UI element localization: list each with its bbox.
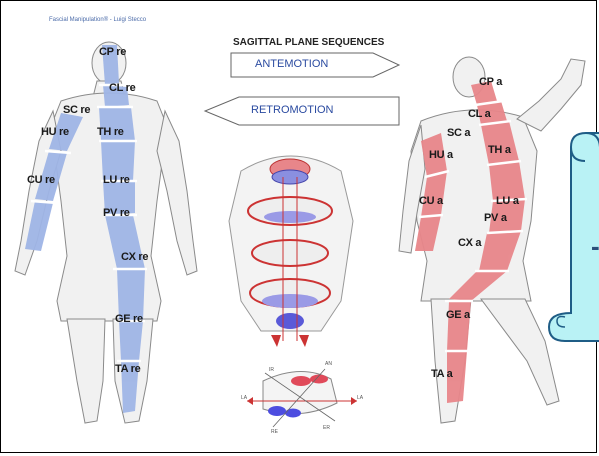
label-ge-a: GE a <box>446 309 470 321</box>
label-pv-a: PV a <box>484 212 507 224</box>
label-lu-a: LU a <box>496 195 519 207</box>
antemotion-label: ANTEMOTION <box>255 58 328 70</box>
label-lu-re: LU re <box>103 174 130 186</box>
label-ta-a: TA a <box>431 368 452 380</box>
label-sc-a: SC a <box>447 127 470 139</box>
retromotion-label: RETROMOTION <box>251 104 334 116</box>
label-la-left: LA <box>241 395 247 401</box>
limb-rotation-diagram <box>247 369 357 427</box>
label-cx-re: CX re <box>121 251 148 263</box>
label-cp-a: CP a <box>479 76 502 88</box>
scroll-glyph: - <box>591 231 599 262</box>
label-cl-re: CL re <box>109 82 135 94</box>
label-cu-a: CU a <box>419 195 443 207</box>
label-hu-a: HU a <box>429 149 453 161</box>
label-cl-a: CL a <box>468 108 490 120</box>
label-sc-re: SC re <box>63 104 90 116</box>
label-cp-re: CP re <box>99 46 126 58</box>
label-la-right: LA <box>357 395 363 401</box>
label-ir: IR <box>269 367 274 373</box>
label-ta-re: TA re <box>115 363 140 375</box>
label-pv-re: PV re <box>103 207 130 219</box>
label-an: AN <box>325 361 332 367</box>
label-th-a: TH a <box>488 144 511 156</box>
page-title: SAGITTAL PLANE SEQUENCES <box>233 37 384 48</box>
label-ge-re: GE re <box>115 313 143 325</box>
label-cx-a: CX a <box>458 237 481 249</box>
label-er: ER <box>323 425 330 431</box>
label-re: RE <box>271 429 278 435</box>
credit-text: Fascial Manipulation® - Luigi Stecco <box>49 17 146 23</box>
label-cu-re: CU re <box>27 174 55 186</box>
label-th-re: TH re <box>97 126 124 138</box>
torso-cross-section-diagram <box>229 156 353 347</box>
label-hu-re: HU re <box>41 126 69 138</box>
